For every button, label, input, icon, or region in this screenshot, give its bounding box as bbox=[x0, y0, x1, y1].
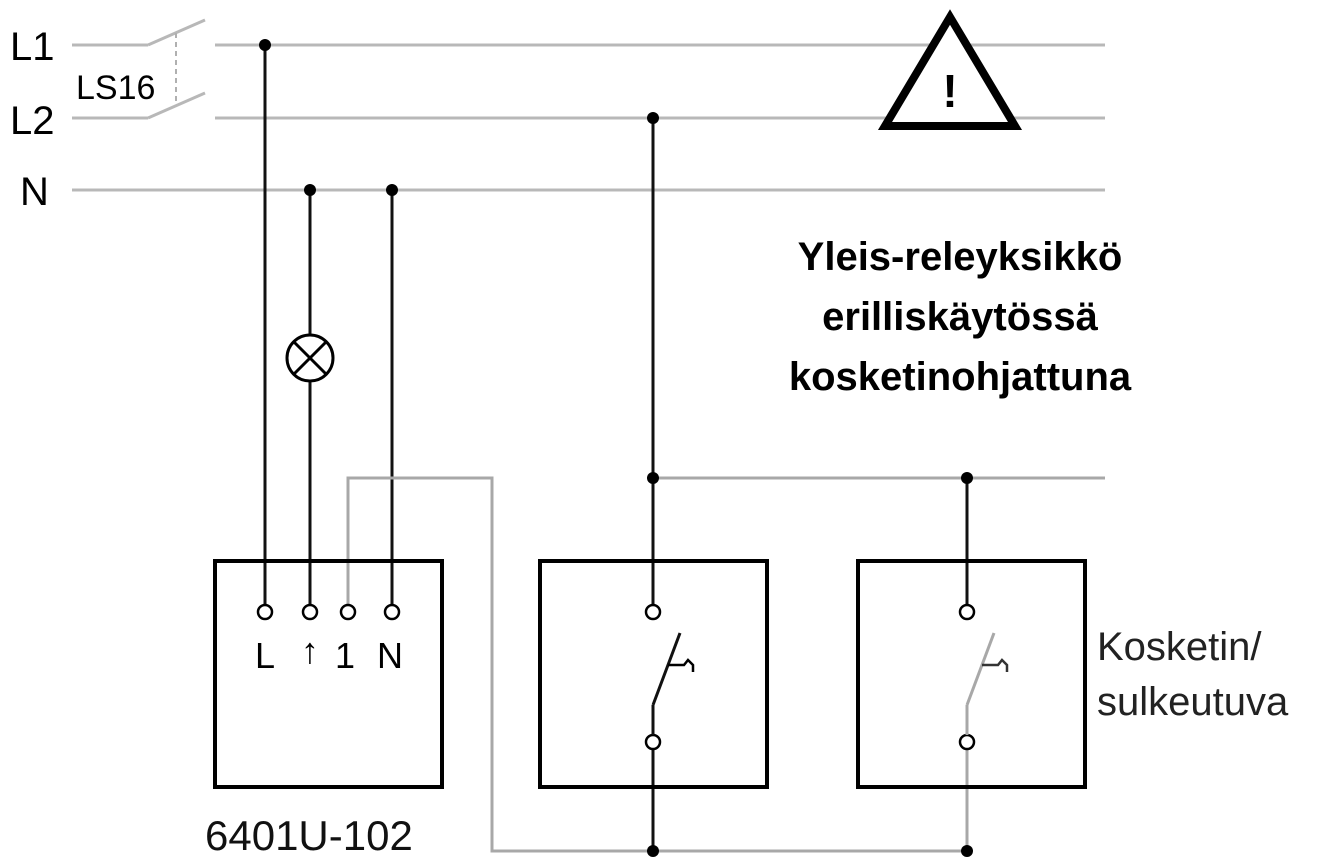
warning-triangle-icon: ! bbox=[877, 9, 1023, 130]
bus-label-l2: L2 bbox=[10, 99, 55, 143]
junction-dot bbox=[961, 472, 973, 484]
terminal-label-l: L bbox=[255, 635, 275, 676]
terminal-1 bbox=[339, 603, 357, 621]
diagram-title-line-3: kosketinohjattuna bbox=[789, 355, 1132, 399]
junction-dot bbox=[647, 112, 659, 124]
terminal-n bbox=[383, 603, 401, 621]
junction-dot bbox=[259, 39, 271, 51]
breaker-label: LS16 bbox=[76, 69, 155, 107]
switch-contact-icon bbox=[644, 603, 695, 751]
contact-box-1 bbox=[538, 559, 769, 789]
lamp-icon bbox=[285, 333, 335, 383]
contact-box-2 bbox=[856, 559, 1087, 789]
terminal-label-1: 1 bbox=[335, 635, 355, 676]
breaker-switch-icon bbox=[147, 18, 206, 120]
junction-dot bbox=[304, 184, 316, 196]
switch-contact-icon bbox=[958, 603, 1009, 751]
junction-dot bbox=[647, 472, 659, 484]
diagram-title-line-1: Yleis-releyksikkö bbox=[798, 235, 1123, 279]
bus-label-n: N bbox=[20, 170, 49, 214]
contact-label-line-2: sulkeutuva bbox=[1097, 680, 1289, 724]
bus-label-l1: L1 bbox=[10, 25, 55, 69]
relay-module-box bbox=[213, 559, 444, 789]
terminal-label-n: N bbox=[377, 635, 403, 676]
junction-dot bbox=[386, 184, 398, 196]
terminal-label-arrow: ↑ bbox=[301, 630, 319, 671]
contact-label-line-1: Kosketin/ bbox=[1097, 625, 1262, 669]
junction-dot bbox=[961, 845, 973, 857]
terminal-arrow bbox=[301, 603, 319, 621]
diagram-title-line-2: erilliskäytössä bbox=[822, 295, 1098, 339]
junction-dot bbox=[647, 845, 659, 857]
warning-symbol: ! bbox=[942, 65, 957, 117]
terminal-l bbox=[256, 603, 274, 621]
module-label: 6401U-102 bbox=[205, 812, 413, 859]
